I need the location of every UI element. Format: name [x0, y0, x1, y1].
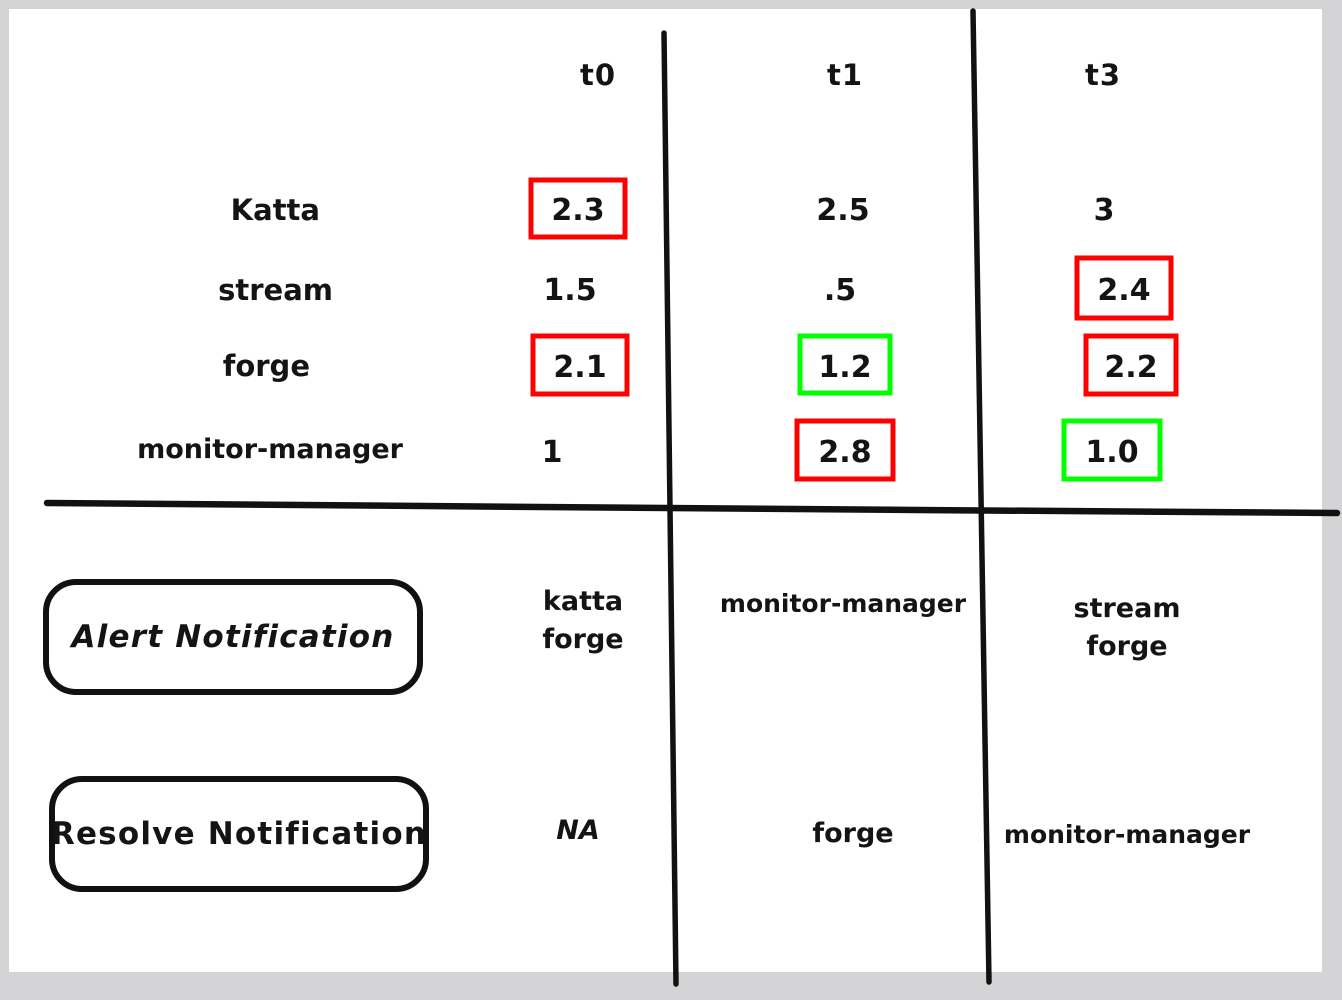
- alert-notification-t3-line-2: forge: [1086, 631, 1168, 663]
- metric-katta-t1: 2.5: [816, 193, 870, 228]
- metric-forge-t0: 2.1: [553, 350, 607, 385]
- resolve-notification-tag-label: Resolve Notification: [50, 816, 428, 852]
- column-header-t1: t1: [826, 58, 864, 92]
- alert-notification-tag-label: Alert Notification: [71, 619, 395, 655]
- resolve-notification-t1: forge: [812, 818, 894, 849]
- metric-monitor-manager-t1: 2.8: [818, 435, 872, 470]
- metric-forge-t3: 2.2: [1104, 350, 1158, 385]
- alert-notification-t3-line-1: stream: [1073, 593, 1181, 624]
- row-label-katta: Katta: [230, 193, 320, 227]
- alert-notification-t0: katta forge: [453, 583, 713, 660]
- alert-notification-t3: stream forge: [997, 590, 1257, 667]
- metric-katta-t0: 2.3: [551, 193, 605, 228]
- alert-notification-t0-line-1: katta: [542, 586, 624, 617]
- alert-notification-tag[interactable]: Alert Notification: [42, 578, 424, 696]
- metric-stream-t1: .5: [823, 273, 857, 308]
- row-label-forge: forge: [222, 349, 310, 383]
- resolve-notification-t3: monitor-manager: [1003, 820, 1251, 849]
- resolve-notification-t0: NA: [556, 815, 600, 846]
- column-header-t3: t3: [1084, 58, 1122, 92]
- alert-notification-tag-outline: [43, 579, 423, 695]
- metric-katta-t3: 3: [1093, 193, 1115, 228]
- row-label-monitor-manager: monitor-manager: [137, 434, 403, 465]
- metric-monitor-manager-t0: 1: [541, 435, 563, 470]
- alert-notification-t1: monitor-manager: [693, 586, 993, 622]
- metric-stream-t0: 1.5: [543, 273, 597, 308]
- metric-monitor-manager-t3: 1.0: [1085, 435, 1139, 470]
- row-label-stream: stream: [218, 273, 333, 307]
- resolve-notification-tag-outline: [49, 776, 429, 892]
- metric-stream-t3: 2.4: [1097, 273, 1151, 308]
- alert-notification-t1-line-1: monitor-manager: [719, 589, 967, 618]
- metric-forge-t1: 1.2: [818, 350, 872, 385]
- resolve-notification-tag[interactable]: Resolve Notification: [48, 775, 430, 893]
- alert-notification-t0-line-2: forge: [542, 624, 624, 656]
- column-header-t0: t0: [579, 58, 617, 92]
